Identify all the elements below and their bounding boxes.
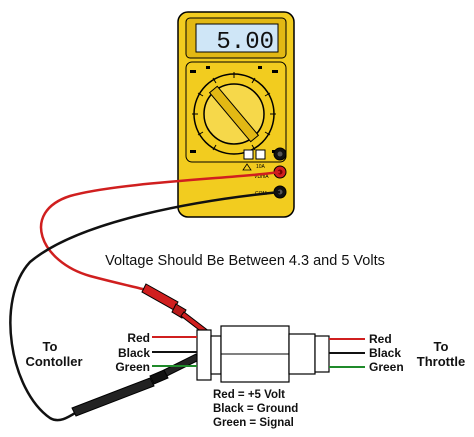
left-wire-label-red: Red	[127, 331, 150, 345]
dial-ticks	[192, 72, 276, 151]
left-title-line2: Contoller	[25, 354, 82, 369]
right-title-line2: Throttle	[417, 354, 465, 369]
connector-neck-left	[210, 335, 222, 375]
black-probe-lead	[9, 190, 281, 422]
connector-body-right	[288, 333, 316, 375]
dial-pointer	[208, 85, 260, 143]
port-vma-label: VΩmA	[254, 174, 269, 180]
right-wire-label-red: Red	[369, 332, 392, 346]
legend-line-red: Red = +5 Volt	[213, 389, 285, 401]
range-button[interactable]	[255, 149, 266, 160]
hold-button[interactable]	[243, 149, 254, 160]
black-probe-guard	[149, 369, 169, 385]
black-probe-handle-rear	[71, 377, 155, 417]
left-wire-label-green: Green	[115, 360, 150, 374]
jack-10a-hole	[277, 151, 283, 157]
connector-flange-left	[196, 329, 212, 381]
lcd-screen	[195, 23, 279, 53]
port-10a-label: 10A	[256, 164, 266, 170]
connector	[196, 325, 330, 383]
legend-line-green: Green = Signal	[213, 417, 294, 429]
red-probe-lead	[39, 170, 281, 292]
warning-icon	[242, 163, 252, 171]
right-title-line1: To	[434, 339, 449, 354]
wires-right	[329, 338, 365, 368]
connector-cap-right	[314, 335, 330, 373]
lcd-reading: 5.00	[216, 29, 274, 56]
red-probe-handle-rear	[141, 283, 179, 311]
legend-line-black: Black = Ground	[213, 403, 298, 415]
right-wire-label-green: Green	[369, 360, 404, 374]
right-wire-label-black: Black	[369, 346, 401, 360]
left-title-line1: To	[43, 339, 58, 354]
wires-left	[152, 336, 197, 367]
multimeter: 5.00	[177, 11, 295, 218]
left-wire-label-black: Black	[118, 346, 150, 360]
voltage-caption: Voltage Should Be Between 4.3 and 5 Volt…	[105, 253, 385, 269]
